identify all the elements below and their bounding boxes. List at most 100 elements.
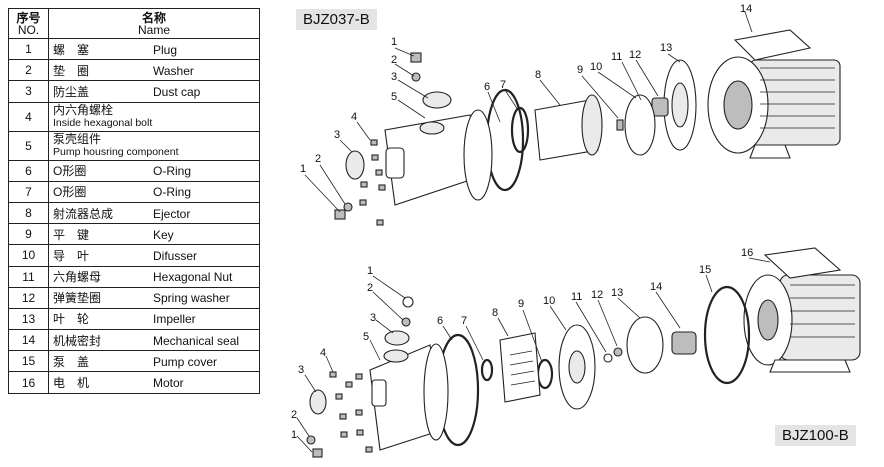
bottom-callouts: 1 2 3 5 6 7 8 9 10 11 12 13 14 15 16 1 2… xyxy=(291,247,753,441)
bottom-washer-upper xyxy=(401,317,411,327)
top-assembly: 1 2 3 5 6 7 8 9 10 11 12 13 14 1 2 3 4 xyxy=(300,3,841,226)
callout: 15 xyxy=(699,264,711,276)
bottom-oring-small xyxy=(480,358,494,382)
header-name-cn: 名称 xyxy=(141,10,166,25)
callout: 4 xyxy=(320,347,326,359)
top-plug-left xyxy=(334,209,346,220)
top-impeller-hub xyxy=(671,82,689,128)
row-name-en: Difusser xyxy=(153,248,198,263)
row-name: 机械密封 Mechanical seal xyxy=(48,329,260,352)
bottom-bolts xyxy=(329,371,373,453)
row-name-cn: 垫 圈 xyxy=(53,63,90,78)
header-number: 序号 NO. xyxy=(8,8,49,39)
row-name-en: Pump housring component xyxy=(53,146,179,159)
top-pump-housing xyxy=(384,109,493,206)
top-dust-cap-upper xyxy=(422,91,452,109)
bottom-dust-cap-upper xyxy=(384,330,410,346)
callout: 6 xyxy=(437,315,443,327)
row-name-en: Hexagonal Nut xyxy=(153,270,233,285)
row-name-cn: 泵 盖 xyxy=(53,354,90,369)
callout: 10 xyxy=(543,295,555,307)
row-name-cn: 叶 轮 xyxy=(53,312,90,327)
callout: 11 xyxy=(571,291,582,303)
model-label-top: BJZ037-B xyxy=(296,9,377,30)
callout: 2 xyxy=(291,409,297,421)
row-name-en: Pump cover xyxy=(153,354,218,369)
row-number: 12 xyxy=(8,286,49,309)
row-name-en: Dust cap xyxy=(153,84,201,99)
callout: 13 xyxy=(660,42,672,54)
row-number: 5 xyxy=(8,130,49,161)
bottom-mech-seal xyxy=(671,331,697,355)
bottom-pump-cover xyxy=(703,285,751,385)
top-plug-upper xyxy=(410,52,422,63)
callout: 1 xyxy=(291,429,297,441)
bottom-plug-left xyxy=(312,448,323,458)
callout: 5 xyxy=(363,331,369,343)
callout: 16 xyxy=(741,247,753,259)
callout: 10 xyxy=(590,61,602,73)
header-name: 名称 Name xyxy=(48,8,260,39)
callout: 4 xyxy=(351,111,357,123)
top-motor xyxy=(707,29,841,159)
row-name-en: Washer xyxy=(153,63,194,78)
top-motor-foot xyxy=(749,144,791,159)
bottom-motor xyxy=(743,247,861,373)
row-name-en: Key xyxy=(153,227,174,242)
row-name-cn: 导 叶 xyxy=(53,248,90,263)
top-dust-cap-left xyxy=(345,150,365,180)
callout: 6 xyxy=(484,81,490,93)
row-name: 六角螺母 Hexagonal Nut xyxy=(48,265,260,288)
row-name-en: Spring washer xyxy=(153,291,230,306)
bottom-spring-washer xyxy=(613,347,623,357)
top-washer-left xyxy=(343,202,353,212)
model-label-bottom: BJZ100-B xyxy=(775,425,856,446)
bottom-leader-lines xyxy=(296,257,771,453)
top-oring-large xyxy=(485,88,525,192)
row-number: 3 xyxy=(8,80,49,103)
bottom-oring-9 xyxy=(536,358,554,390)
callout: 11 xyxy=(611,51,622,63)
callout: 1 xyxy=(300,163,306,175)
callout: 8 xyxy=(535,69,541,81)
callout: 2 xyxy=(315,153,321,165)
row-number: 13 xyxy=(8,307,49,331)
top-bolts xyxy=(359,139,386,226)
callout: 2 xyxy=(391,54,397,66)
row-name-cn: O形圈 xyxy=(53,185,87,200)
bottom-washer-left xyxy=(306,435,316,445)
callout: 14 xyxy=(740,3,752,15)
row-name: 垫 圈 Washer xyxy=(48,59,260,82)
bottom-diffuser-hub xyxy=(568,350,586,384)
row-name-cn: 电 机 xyxy=(53,376,90,391)
callout: 2 xyxy=(367,282,373,294)
row-name-cn: 六角螺母 xyxy=(53,270,102,285)
bottom-motor-base xyxy=(769,359,851,373)
header-number-en: NO. xyxy=(17,22,40,37)
callout: 13 xyxy=(611,287,623,299)
row-name-cn: O形圈 xyxy=(53,164,87,179)
row-name-en: Mechanical seal xyxy=(153,333,240,348)
bottom-motor-terminal-box xyxy=(763,247,842,279)
callout: 8 xyxy=(492,307,498,319)
top-oring-small xyxy=(510,106,530,154)
bottom-dust-cap-left xyxy=(309,389,327,415)
top-callouts: 1 2 3 5 6 7 8 9 10 11 12 13 14 1 2 3 4 xyxy=(300,3,752,175)
bottom-motor-shaft-boss xyxy=(757,299,779,341)
callout: 14 xyxy=(650,281,662,293)
bottom-plug-upper xyxy=(402,296,414,308)
row-name-cn: 机械密封 xyxy=(53,333,102,348)
top-key xyxy=(616,119,624,131)
